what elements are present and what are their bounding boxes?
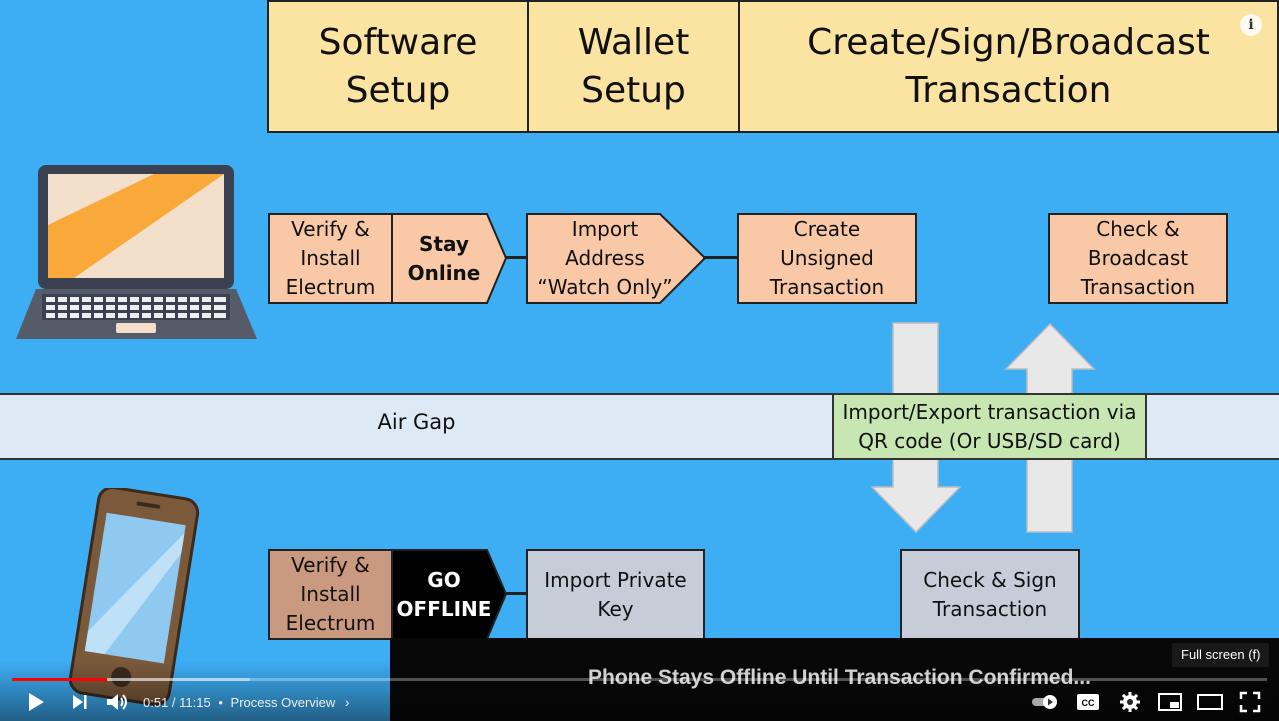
- progress-buffered: [12, 678, 251, 681]
- create-unsigned-transaction: Create Unsigned Transaction: [737, 213, 917, 304]
- theater-icon: [1197, 694, 1223, 710]
- import-address-label: Import Address “Watch Only”: [537, 217, 673, 299]
- air-gap-label: Air Gap: [377, 410, 456, 434]
- separator-dot: •: [218, 695, 223, 710]
- verify-install-offline: Verify & Install Electrum: [268, 549, 393, 640]
- autoplay-toggle[interactable]: [1029, 686, 1063, 718]
- import-private-key: Import Private Key: [526, 549, 705, 640]
- cc-icon: CC: [1077, 694, 1099, 710]
- player-controls: 0:51 / 11:15 • Process Overview › CC: [0, 684, 1279, 721]
- fullscreen-button[interactable]: [1234, 686, 1266, 718]
- connector-line: [505, 256, 527, 259]
- progress-played: [12, 678, 107, 681]
- settings-button[interactable]: [1114, 686, 1146, 718]
- header-wallet-setup: Wallet Setup: [527, 0, 740, 133]
- miniplayer-button[interactable]: [1154, 686, 1186, 718]
- volume-icon: [107, 694, 127, 710]
- check-sign-transaction: Check & Sign Transaction: [900, 549, 1080, 640]
- fullscreen-icon: [1239, 691, 1261, 713]
- skip-next-icon: [73, 695, 87, 709]
- theater-mode-button[interactable]: [1194, 686, 1226, 718]
- progress-bar[interactable]: [12, 678, 1267, 681]
- chevron-right-icon[interactable]: ›: [344, 694, 350, 710]
- time-display: 0:51 / 11:15 • Process Overview ›: [143, 694, 350, 710]
- subtitles-button[interactable]: CC: [1072, 686, 1104, 718]
- play-button[interactable]: [20, 686, 52, 718]
- gear-icon: [1120, 692, 1140, 712]
- stay-online-chevron: [391, 213, 508, 304]
- verify-install-online: Verify & Install Electrum: [268, 213, 393, 304]
- import-address-chevron: [526, 213, 707, 304]
- check-broadcast-transaction: Check & Broadcast Transaction: [1048, 213, 1228, 304]
- fullscreen-tooltip: Full screen (f): [1172, 643, 1270, 667]
- time-readout: 0:51 / 11:15: [143, 695, 211, 710]
- play-icon: [29, 693, 44, 711]
- chapter-title[interactable]: Process Overview: [230, 695, 336, 710]
- stay-online-label: Stay Online: [407, 231, 481, 285]
- phone-illustration: [68, 488, 200, 706]
- header-software-setup: Software Setup: [267, 0, 529, 133]
- autoplay-toggle-icon: [1032, 695, 1057, 709]
- laptop-illustration: [16, 165, 257, 339]
- svg-text:CC: CC: [1082, 698, 1095, 708]
- info-button[interactable]: i: [1240, 14, 1262, 36]
- controls-gradient: [0, 661, 1279, 721]
- go-offline-chevron: [391, 549, 508, 640]
- video-subtitle: Phone Stays Offline Until Transaction Co…: [588, 666, 1091, 689]
- connector-line: [505, 592, 527, 595]
- go-offline-label: GO OFFLINE: [396, 567, 492, 621]
- header-create-sign-broadcast: Create/Sign/Broadcast Transaction: [738, 0, 1279, 133]
- mute-button[interactable]: [102, 686, 134, 718]
- keyboard-keys: [46, 297, 226, 318]
- miniplayer-icon: [1158, 693, 1182, 711]
- qr-transfer-label: Import/Export transaction via QR code (O…: [832, 393, 1147, 460]
- connector-line: [703, 256, 739, 259]
- next-button[interactable]: [64, 686, 94, 718]
